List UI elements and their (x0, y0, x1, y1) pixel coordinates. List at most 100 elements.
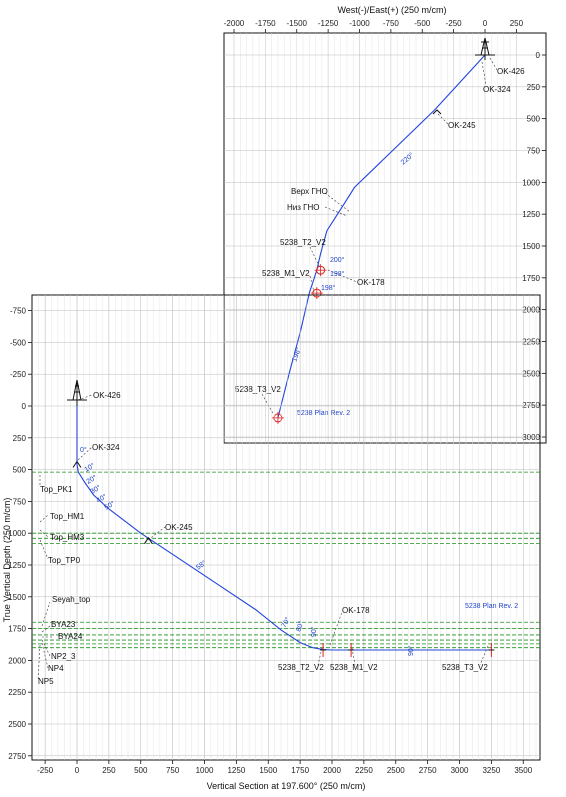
plan-y-tick-label: 2000 (522, 306, 540, 315)
formation-label-top-hm3: Top_HM3 (50, 533, 85, 542)
section-x-tick-label: 1500 (259, 766, 277, 775)
plan-azimuth-2: 200° (330, 256, 345, 264)
section-y-tick-label: 0 (22, 402, 27, 411)
section-y-tick-label: 2750 (8, 752, 26, 761)
plan-y-tick-label: 1500 (522, 242, 540, 251)
plan-y-tick-label: 1250 (522, 210, 540, 219)
plan-y-tick-label: 250 (527, 83, 541, 92)
plan-y-tick-label: 3000 (522, 433, 540, 442)
plan-y-tick-label: 2250 (522, 338, 540, 347)
formation-label-np5: NP5 (38, 677, 54, 686)
plan-plan-label: 5238 Plan Rev. 2 (297, 410, 350, 417)
formation-tops (32, 471, 540, 649)
section-label-ok426: OK-426 (93, 391, 121, 400)
section-view-wellbore (72, 406, 495, 657)
section-view-y-ticks: -750-500-2500250500750100012501500175020… (8, 307, 32, 761)
section-label-ok178: OK-178 (342, 606, 370, 615)
formation-label-bya24: BYA24 (58, 632, 83, 641)
plan-x-tick-label: -500 (414, 19, 431, 28)
section-x-tick-label: 3500 (514, 766, 532, 775)
plan-wellbore-line (277, 54, 486, 419)
plan-x-tick-label: -250 (446, 19, 463, 28)
section-casing-marker (72, 460, 82, 468)
section-y-tick-label: 2500 (8, 720, 26, 729)
formation-label-top-hm1: Top_HM1 (50, 512, 85, 521)
incl-label-10: 90° (310, 626, 318, 637)
plan-view-title: West(-)/East(+) (250 m/cm) (337, 5, 446, 15)
incl-label-8: 70° (280, 616, 292, 629)
section-x-tick-label: 0 (75, 766, 80, 775)
plan-y-tick-label: 1000 (522, 178, 540, 187)
plan-y-tick-label: 2500 (522, 369, 540, 378)
section-x-tick-label: 3250 (482, 766, 500, 775)
plan-label-t2: 5238_T2_V2 (280, 238, 326, 247)
plan-y-tick-label: 0 (536, 51, 541, 60)
plan-x-tick-label: -750 (383, 19, 400, 28)
section-y-tick-label: 1000 (8, 529, 26, 538)
plan-x-tick-label: 0 (483, 19, 488, 28)
section-y-tick-label: 500 (13, 466, 27, 475)
plan-view-grid (224, 33, 546, 443)
plan-label-ok426: OK-426 (497, 67, 525, 76)
section-view-chart: -250 0 250 500 750 1000 1250 1500 1750 2000 2250 25… (2, 294, 541, 791)
rig-icon (475, 37, 495, 60)
section-annotation-leaders (37, 394, 489, 682)
plan-view-wellbore (271, 54, 486, 424)
formation-label-top-tp0: Top_TP0 (48, 556, 81, 565)
section-x-tick-label: 2000 (323, 766, 341, 775)
incl-label-11: 90° (407, 645, 415, 656)
section-casing-marker (143, 536, 153, 545)
section-label-ok245: OK-245 (165, 523, 193, 532)
plan-y-tick-label: 1750 (522, 274, 540, 283)
section-x-tick-label: 500 (134, 766, 148, 775)
section-y-tick-label: -750 (10, 307, 27, 316)
plan-x-tick-label: -1750 (255, 19, 276, 28)
section-y-tick-label: 750 (13, 497, 27, 506)
plan-label-t3: 5238_T3_V2 (235, 385, 281, 394)
plan-casing-marker (432, 109, 442, 115)
plan-view-y-ticks: 0250500750100012501500175020002250250027… (522, 51, 546, 442)
section-x-tick-label: -250 (37, 766, 54, 775)
formation-label-np2-3: NP2_3 (51, 652, 76, 661)
plan-azimuth-3: 198° (330, 270, 345, 278)
section-x-tick-label: 1250 (227, 766, 245, 775)
incl-label-5: 40° (95, 492, 108, 504)
section-y-tick-label: 2000 (8, 656, 26, 665)
section-x-tick-label: 2250 (355, 766, 373, 775)
incl-label-1: 0° (80, 446, 87, 454)
incl-label-3: 20° (85, 473, 98, 485)
plan-view-chart: West(-)/East(+) (250 m/cm) -2000 -1750 -15… (223, 5, 547, 444)
section-x-tick-label: 1000 (196, 766, 214, 775)
section-plan-label: 5238 Plan Rev. 2 (465, 603, 518, 610)
section-y-tick-label: 1750 (8, 625, 26, 634)
section-y-tick-label: -500 (10, 338, 27, 347)
formation-label-top-pk1: Top_PK1 (40, 485, 73, 494)
plan-label-m1: 5238_M1_V2 (262, 269, 310, 278)
plan-view-frame (223, 32, 547, 444)
section-x-tick-label: 1750 (291, 766, 309, 775)
plan-y-tick-label: 750 (527, 147, 541, 156)
plan-label-ok178: OK-178 (357, 278, 385, 287)
section-label-t3: 5238_T3_V2 (442, 663, 488, 672)
section-label-m1: 5238_M1_V2 (330, 663, 378, 672)
section-y-tick-label: -250 (10, 370, 27, 379)
section-label-t2: 5238_T2_V2 (278, 663, 324, 672)
section-x-tick-label: 2750 (419, 766, 437, 775)
plan-label-verh-gno: Верх ГНО (291, 187, 328, 196)
section-x-tick-label: 250 (102, 766, 116, 775)
plan-label-niz-gno: Низ ГНО (287, 203, 319, 212)
formation-label-bya23: BYA23 (51, 620, 76, 629)
plan-x-tick-label: -1250 (318, 19, 339, 28)
plan-x-tick-label: -2000 (224, 19, 245, 28)
plan-y-tick-label: 2750 (522, 401, 540, 410)
section-label-ok324: OK-324 (92, 443, 120, 452)
plan-x-tick-label: -1500 (287, 19, 308, 28)
plan-label-ok324: OK-324 (483, 85, 511, 94)
plan-label-ok245: OK-245 (448, 121, 476, 130)
section-x-tick-label: 2500 (387, 766, 405, 775)
plan-azimuth-4: 198° (321, 284, 336, 292)
formation-label-np4: NP4 (48, 664, 64, 673)
